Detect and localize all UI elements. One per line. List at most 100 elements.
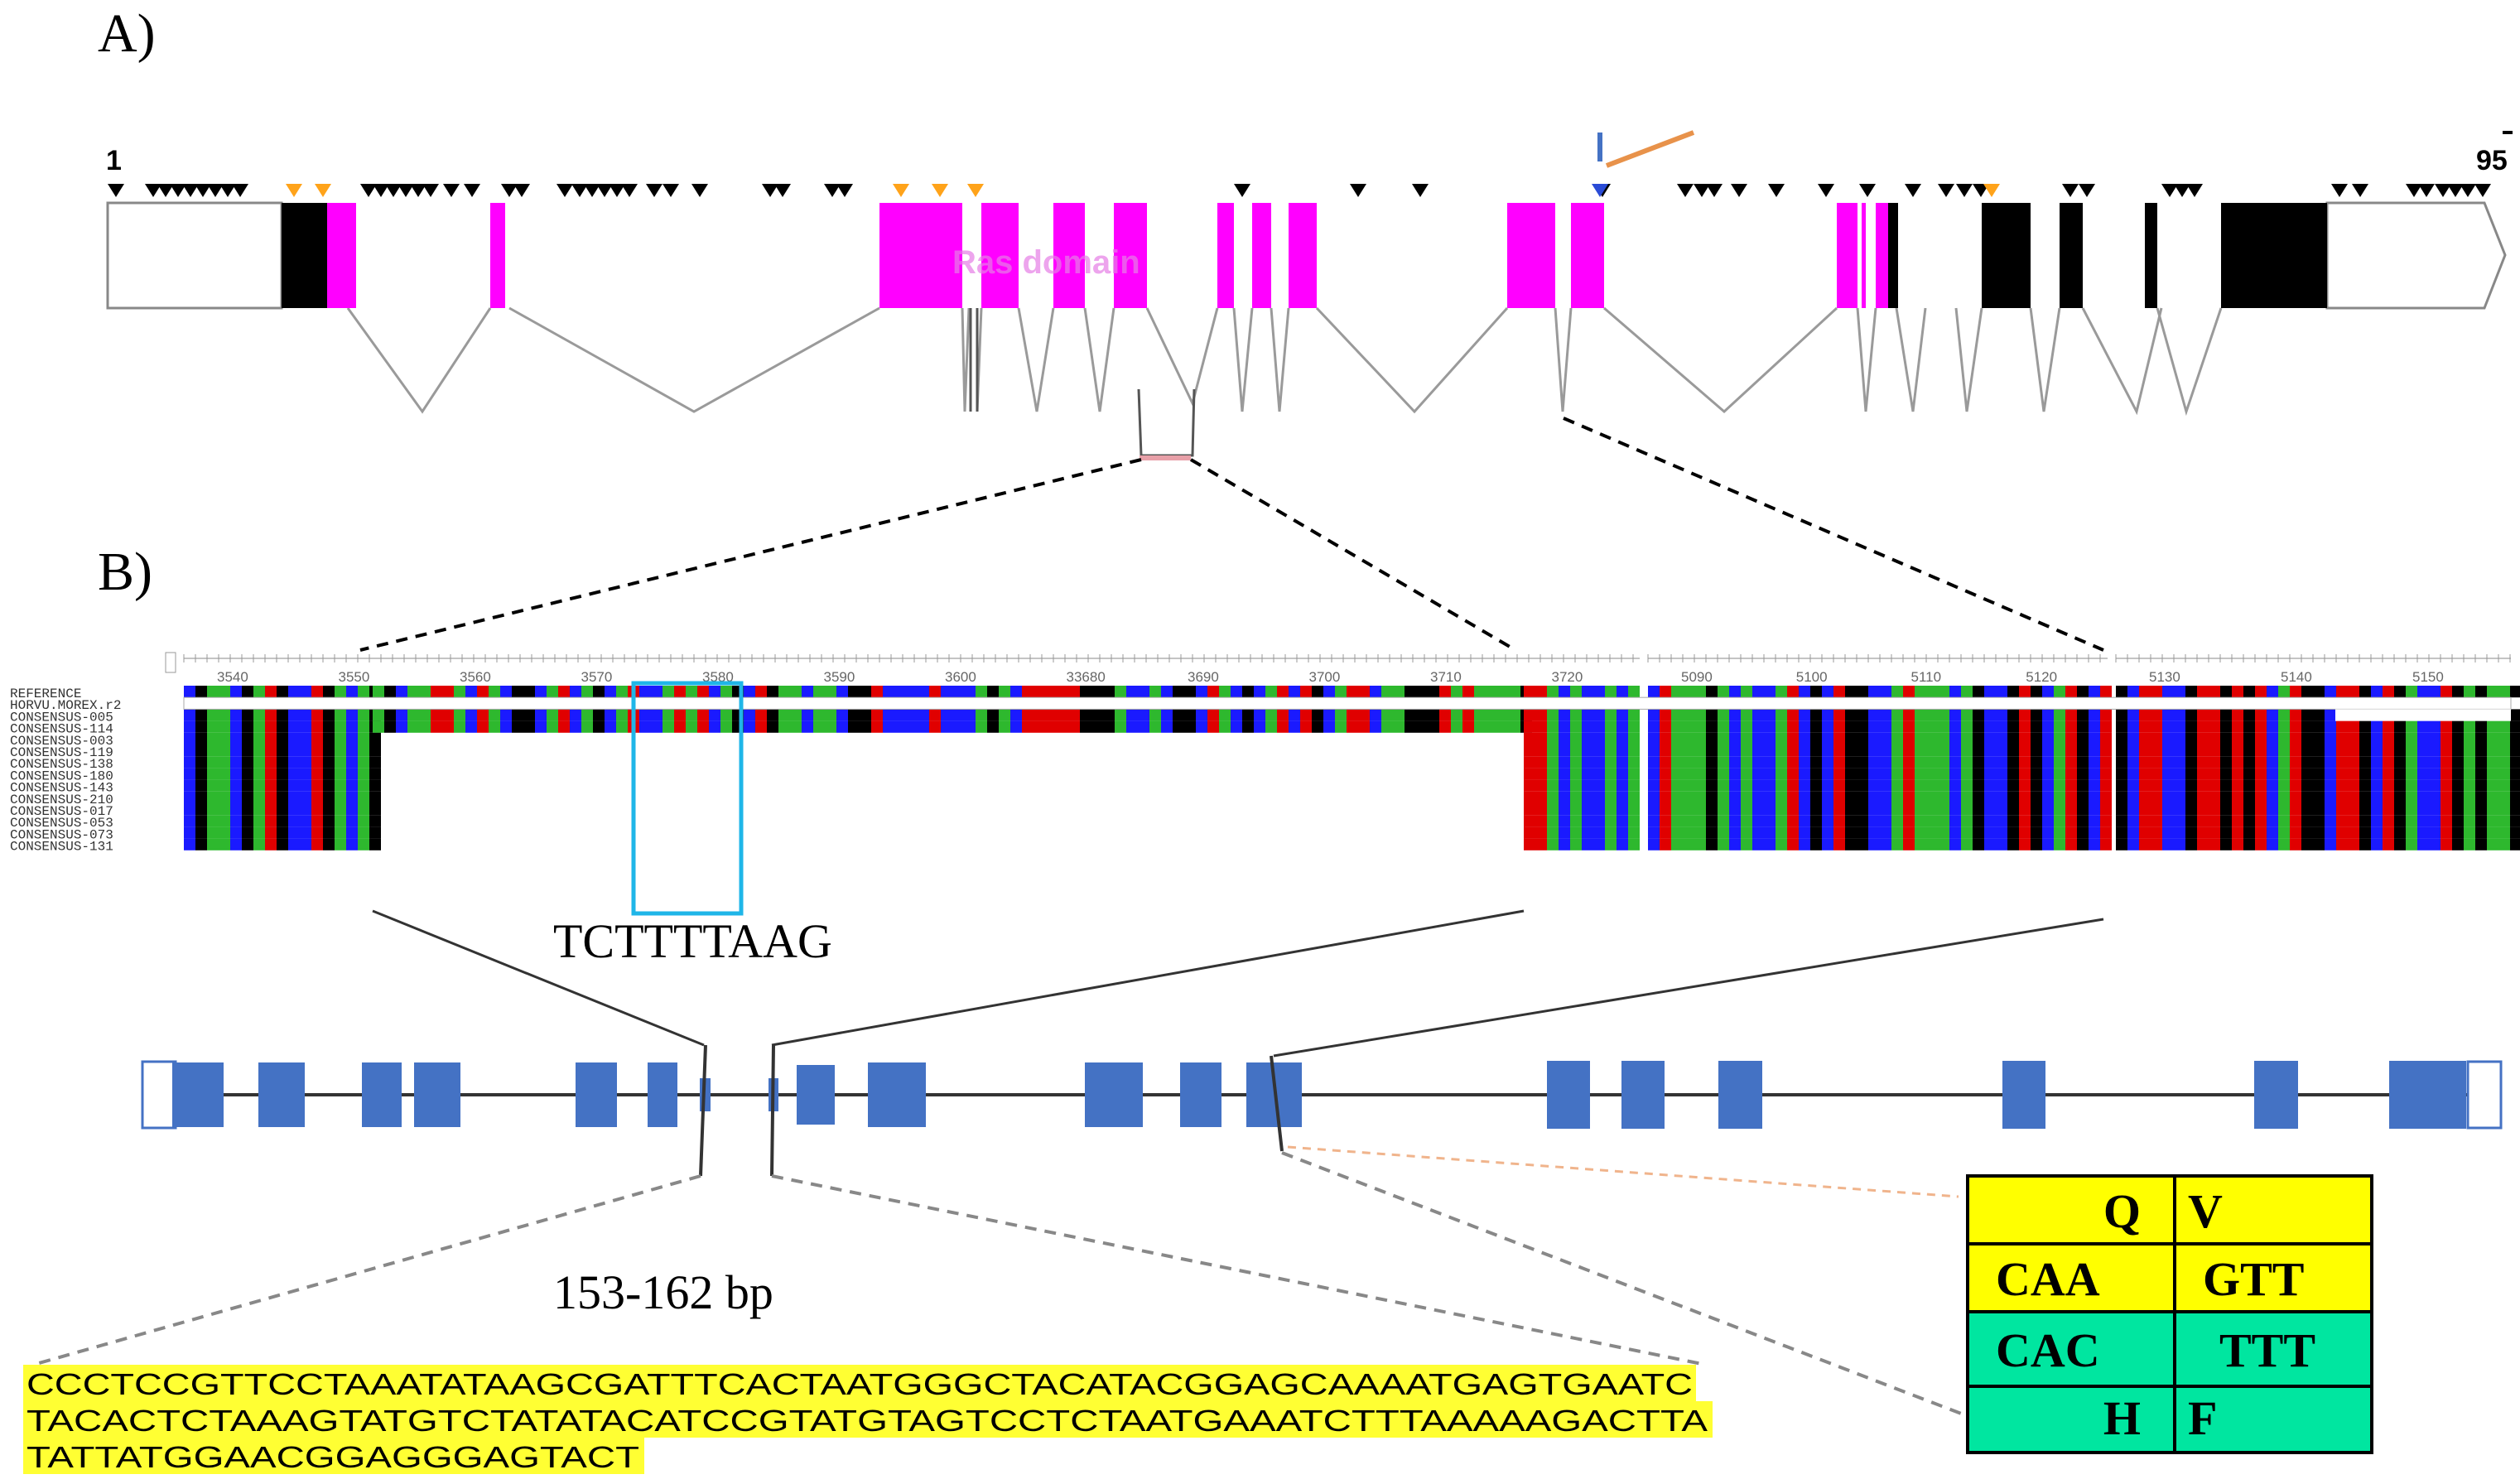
alignment-cell: [1405, 686, 1416, 698]
variant-marker: [2079, 184, 2095, 197]
alignment-cell: [1694, 732, 1706, 744]
alignment-cell: [1547, 756, 1559, 768]
alignment-cell: [2185, 756, 2197, 768]
alignment-cell: [2255, 815, 2267, 827]
alignment-cell: [1547, 803, 1559, 816]
alignment-cell: [1776, 838, 1787, 850]
alignment-cell: [987, 686, 999, 698]
alignment-cell: [1764, 709, 1776, 721]
alignment-cell: [184, 826, 195, 839]
alignment-cell: [1207, 720, 1219, 733]
alignment-cell: [894, 720, 906, 733]
alignment-cell: [1718, 709, 1729, 721]
alignment-cell: [1559, 768, 1570, 780]
alignment-cell: [2313, 826, 2325, 839]
alignment-cell: [2089, 732, 2100, 744]
alignment-cell: [2065, 815, 2077, 827]
variant-marker: [1983, 184, 2000, 197]
alignment-cell: [2429, 720, 2440, 733]
alignment-cell: [1926, 720, 1938, 733]
alignment-cell: [2116, 791, 2127, 803]
ruler-label: 3700: [1309, 669, 1341, 685]
alignment-cell: [369, 744, 381, 757]
alignment-cell: [1683, 686, 1694, 698]
alignment-cell: [952, 720, 964, 733]
alignment-cell: [1184, 709, 1196, 721]
alignment-cell: [500, 720, 512, 733]
alignment-cell: [1439, 720, 1451, 733]
alignment-cell: [335, 791, 346, 803]
alignment-cell: [477, 709, 489, 721]
alignment-cell: [465, 709, 477, 721]
alignment-cell: [335, 815, 346, 827]
alignment-cell: [2301, 686, 2313, 698]
alignment-cell: [1833, 791, 1845, 803]
alignment-cell: [790, 686, 802, 698]
alignment-cell: [288, 838, 300, 850]
alignment-cell: [1857, 756, 1868, 768]
alignment-cell: [1660, 838, 1671, 850]
alignment-cell: [1996, 720, 2007, 733]
alignment-cell: [1903, 756, 1915, 768]
alignment-cell: [2042, 744, 2054, 757]
alignment-cell: [1103, 709, 1115, 721]
alignment-cell: [2185, 720, 2197, 733]
alignment-cell: [2077, 720, 2089, 733]
alignment-cell: [1582, 744, 1593, 757]
alignment-cell: [964, 686, 976, 698]
alignment-cell: [2290, 803, 2301, 816]
alignment-cell: [1961, 768, 1973, 780]
alignment-cell: [2406, 756, 2417, 768]
alignment-cell: [547, 720, 558, 733]
alignment-cell: [184, 756, 195, 768]
utr-3-box: [2325, 201, 2507, 310]
alignment-cell: [2054, 744, 2065, 757]
alignment-cell: [1729, 744, 1741, 757]
alignment-cell: [1752, 779, 1764, 792]
alignment-cell: [311, 779, 323, 792]
alignment-cell: [1547, 732, 1559, 744]
alignment-cell: [2452, 744, 2464, 757]
alignment-cell: [1903, 686, 1915, 698]
alignment-cell: [2290, 791, 2301, 803]
alignment-cell: [2197, 709, 2209, 721]
alignment-cell: [2232, 815, 2243, 827]
alignment-cell: [2278, 744, 2290, 757]
alignment-cell: [1091, 686, 1103, 698]
alignment-cell: [2197, 791, 2209, 803]
alignment-cell: [2440, 756, 2452, 768]
alignment-cell: [1822, 732, 1833, 744]
alignment-cell: [2139, 815, 2151, 827]
alignment-cell: [1718, 768, 1729, 780]
alignment-cell: [2267, 826, 2278, 839]
alignment-cell: [2185, 803, 2197, 816]
alignment-cell: [2290, 720, 2301, 733]
alignment-cell: [1254, 709, 1265, 721]
variant-marker: [2474, 184, 2491, 197]
alignment-cell: [2243, 779, 2255, 792]
alignment-cell: [369, 826, 381, 839]
alignment-cell: [2174, 838, 2185, 850]
alignment-cell: [1926, 732, 1938, 744]
alignment-cell: [335, 838, 346, 850]
alignment-cell: [1903, 803, 1915, 816]
alignment-cell: [2417, 768, 2429, 780]
exon-block: [1217, 203, 1234, 308]
alignment-cell: [2077, 768, 2089, 780]
alignment-cell: [2007, 815, 2019, 827]
exon-block: [1289, 203, 1317, 308]
alignment-cell: [265, 838, 277, 850]
alignment-cell: [1694, 803, 1706, 816]
alignment-cell: [1300, 720, 1312, 733]
alignment-cell: [1138, 709, 1149, 721]
alignment-cell: [2267, 720, 2278, 733]
alignment-cell: [1605, 826, 1617, 839]
alignment-cell: [1729, 709, 1741, 721]
gene-model: [141, 1044, 2503, 1177]
alignment-cell: [2475, 720, 2487, 733]
alignment-cell: [1915, 815, 1926, 827]
alignment-cell: [2290, 779, 2301, 792]
alignment-cell: [477, 686, 489, 698]
alignment-cell: [1833, 756, 1845, 768]
